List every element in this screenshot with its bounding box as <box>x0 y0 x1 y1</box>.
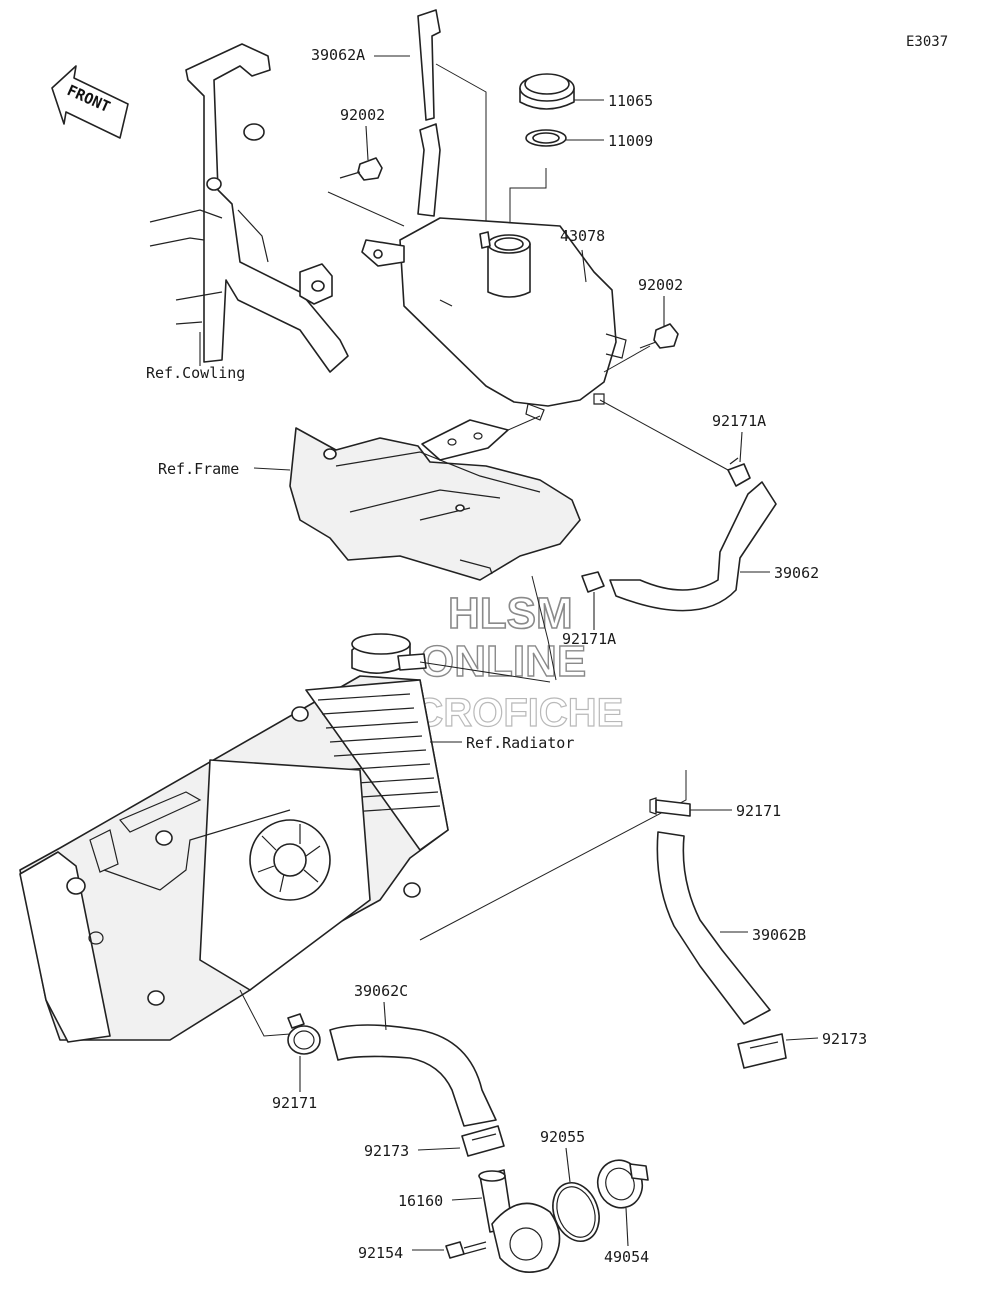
label-16160: 16160 <box>398 1192 443 1210</box>
leader-radiator-path <box>419 661 551 683</box>
label-92055: 92055 <box>540 1128 585 1146</box>
leader-radiator-hose-path <box>419 770 687 941</box>
ref-radiator-label: Ref.Radiator <box>466 734 574 752</box>
clamp-92173-right <box>737 1033 787 1069</box>
hose-39062 <box>609 481 777 612</box>
leader-frame-path <box>507 415 541 431</box>
leader-92171a-lower-path <box>531 575 557 681</box>
label-92173-right: 92173 <box>822 1030 867 1048</box>
thermostat-housing-16160 <box>478 1169 561 1274</box>
cowling-bracket <box>149 43 349 373</box>
fan-shroud <box>199 759 371 991</box>
label-49054: 49054 <box>604 1248 649 1266</box>
label-92154: 92154 <box>358 1244 403 1262</box>
leader-92002-right-path <box>603 345 651 373</box>
label-92002-upper: 92002 <box>340 106 385 124</box>
label-39062a: 39062A <box>311 46 365 64</box>
front-arrow-icon: FRONT <box>51 65 129 139</box>
bolt-92154 <box>445 1241 487 1259</box>
oring-92055 <box>552 1182 600 1242</box>
leader-92055 <box>565 1147 571 1183</box>
hose-39062c <box>329 1024 497 1127</box>
label-92173-lower: 92173 <box>364 1142 409 1160</box>
cap-11065 <box>519 73 575 110</box>
leader-43078 <box>581 249 587 283</box>
reservoir-tank-43078 <box>361 217 627 421</box>
label-11009: 11009 <box>608 132 653 150</box>
leader-92173-lower <box>417 1147 461 1151</box>
hose-39062b <box>656 831 771 1025</box>
clamp-92171a-lower <box>581 571 605 593</box>
leader-92171a-upper-path <box>599 399 729 471</box>
ref-cowling-label: Ref.Cowling <box>146 364 245 382</box>
clamp-92173-lower <box>461 1125 505 1157</box>
leader-92173-right <box>785 1037 819 1041</box>
label-92171a-lower: 92171A <box>562 630 616 648</box>
radiator-core-fins <box>317 693 441 813</box>
clamp-92171-right <box>649 797 691 817</box>
clamp-92171-left <box>287 1013 321 1055</box>
radiator-assembly <box>19 633 449 1043</box>
diagram-code: E3037 <box>906 34 948 50</box>
radiator-bolt-icon <box>291 706 309 722</box>
bolt-92002-upper <box>339 157 383 181</box>
leader-frame <box>253 467 291 471</box>
leader-92002-upper-path <box>327 191 405 227</box>
bolt-92002-right <box>639 323 679 349</box>
label-92171-right: 92171 <box>736 802 781 820</box>
leader-92171-left-path <box>239 989 291 1037</box>
watermark-line2: ONLINE <box>420 637 586 686</box>
watermark-line1: HLSM <box>448 589 573 638</box>
label-92002-right: 92002 <box>638 276 683 294</box>
leader-92171a-upper <box>739 431 743 463</box>
clamp-92171a-upper <box>727 457 751 487</box>
ref-frame-label: Ref.Frame <box>158 460 239 478</box>
label-43078: 43078 <box>560 227 605 245</box>
frame-section <box>289 419 581 581</box>
label-92171a-upper: 92171A <box>712 412 766 430</box>
leader-39062c <box>383 1001 387 1031</box>
thermostat-49054 <box>596 1159 649 1209</box>
leader-49054 <box>625 1207 629 1247</box>
leader-16160 <box>451 1197 483 1201</box>
hose-39062a <box>417 9 441 217</box>
label-92171-left: 92171 <box>272 1094 317 1112</box>
leader-92002-upper <box>365 125 369 161</box>
label-39062c: 39062C <box>354 982 408 1000</box>
gasket-11009 <box>525 129 567 147</box>
label-11065: 11065 <box>608 92 653 110</box>
label-39062b: 39062B <box>752 926 806 944</box>
label-39062: 39062 <box>774 564 819 582</box>
leader-11009-path <box>509 168 547 232</box>
leader-39062a-path <box>435 63 487 232</box>
